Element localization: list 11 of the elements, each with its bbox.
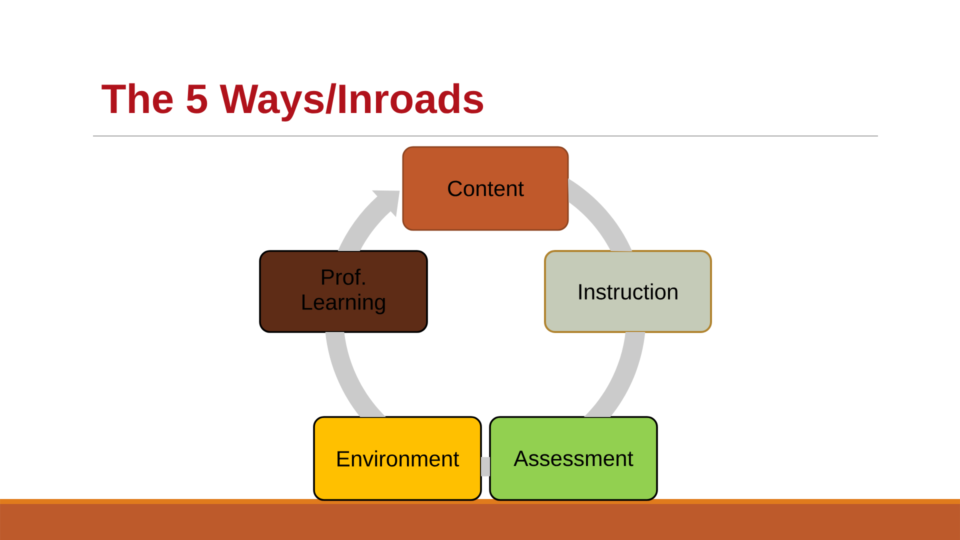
ring-segment — [568, 178, 632, 252]
stage-box: Instruction — [544, 250, 712, 333]
ring-segment — [325, 332, 386, 417]
ring-arrow — [338, 190, 400, 251]
stage-box: Environment — [313, 416, 482, 501]
slide-title: The 5 Ways/Inroads — [102, 83, 484, 122]
ring-segment — [584, 332, 646, 417]
ring-segment — [481, 457, 490, 476]
stage-box: Content — [402, 146, 569, 231]
stage-box: Assessment — [489, 416, 658, 501]
stage-box: Prof. Learning — [259, 250, 428, 333]
